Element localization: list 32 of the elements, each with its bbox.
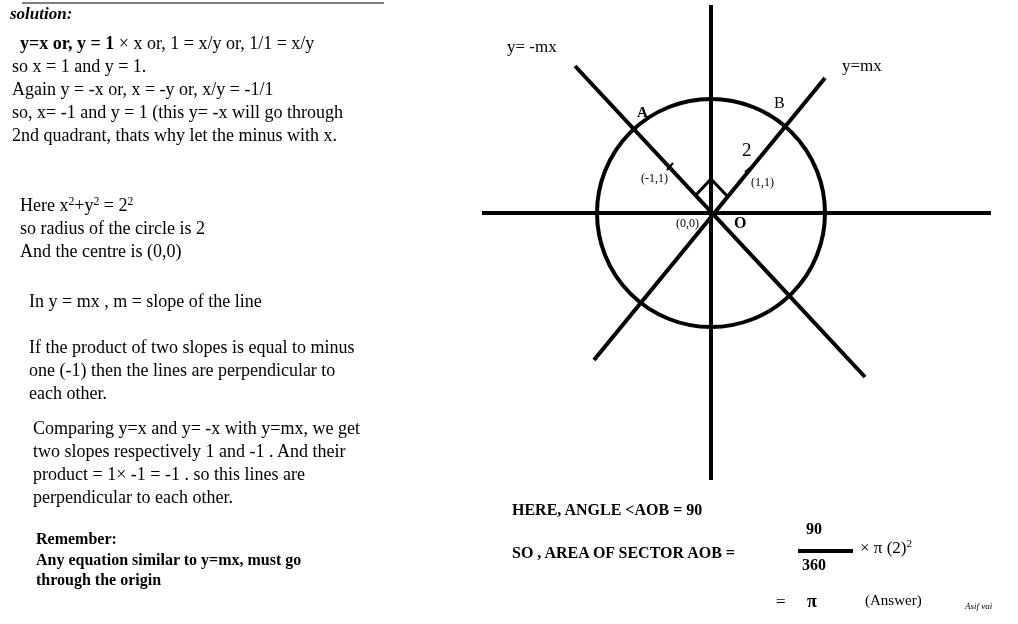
point-label: O [734, 213, 747, 233]
answer-note: (Answer) [865, 591, 922, 610]
heading: solution: [10, 3, 73, 25]
line-label: y=mx [842, 55, 882, 77]
equation-text: y=x or, y = 1 × x or, 1 = x/y or, 1/1 = x/y [20, 32, 315, 55]
note-text: Any equation similar to y=mx, must go through the origin [36, 550, 303, 590]
equation-text: Again y = -x or, x = -y or, x/y = -1/1 [12, 78, 274, 101]
coordinate-label: (-1,1) [641, 171, 668, 186]
result-text: π [807, 590, 817, 613]
signature-text: Asif vai [965, 600, 993, 612]
note-heading: Remember: [36, 529, 117, 549]
angle-statement: HERE, ANGLE <AOB = 90 [512, 500, 703, 520]
equals-sign: = [776, 591, 786, 613]
area-formula-text: SO , AREA OF SECTOR AOB = [512, 543, 735, 563]
explanation-paragraph: If the product of two slopes is equal to minus one (-1) then the lines are perpendicular to each other. [29, 336, 356, 405]
coordinate-label: (1,1) [751, 175, 774, 190]
explanation-text: And the centre is (0,0) [20, 240, 182, 263]
explanation-text: so radius of the circle is 2 [20, 217, 205, 240]
explanation-text: so, x= -1 and y = 1 (this y= -x will go through [12, 101, 343, 124]
explanation-text: 2nd quadrant, thats why let the minus with x. [12, 124, 337, 147]
point-label: A [637, 103, 648, 122]
equation-text: Here x$^{2}$+y$^{2}$ = 2$^{2}$ [20, 194, 134, 217]
point-label: B [774, 93, 785, 113]
explanation-paragraph: Comparing y=x and y= -x with y=mx, we get two slopes respectively 1 and -1 . And their product = 1× -1 = -1 . so this lines are perpendicular to each other. [33, 417, 361, 509]
coordinate-label: (0,0) [676, 216, 699, 231]
equation-text: so x = 1 and y = 1. [12, 55, 147, 78]
line-label: y= -mx [507, 36, 557, 58]
radius-label: 2 [742, 138, 752, 162]
fraction-numerator: 90 [806, 519, 822, 539]
fraction-denominator: 360 [802, 555, 826, 575]
explanation-text: In y = mx , m = slope of the line [29, 290, 262, 313]
formula-text: × π (2)$^{2}$ [860, 537, 913, 559]
